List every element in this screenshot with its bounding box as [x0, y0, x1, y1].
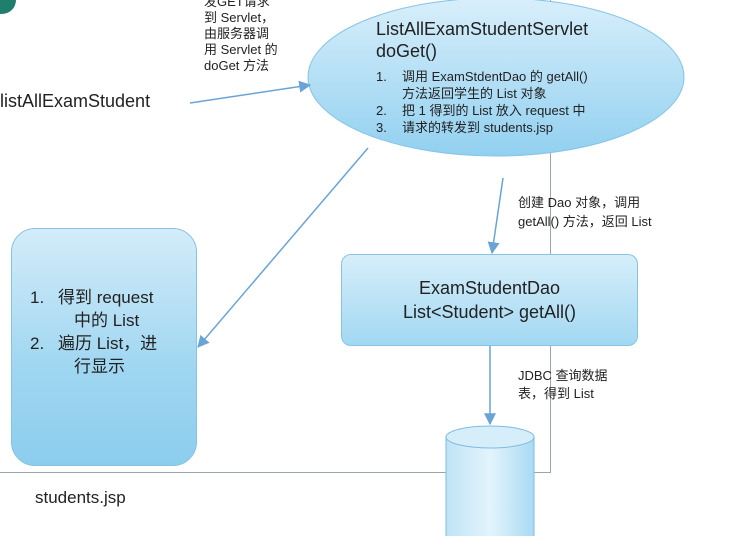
database-icon [445, 425, 535, 536]
jsp-file-label: students.jsp [35, 488, 126, 507]
jsp-step: 2. 遍历 List，进 [30, 332, 190, 355]
step-text: 把 1 得到的 List 放入 request 中 [402, 103, 586, 118]
servlet-title: ListAllExamStudentServlet [376, 19, 589, 39]
request-note-line: 用 Servlet 的 [204, 42, 278, 57]
servlet-step: 1. 调用 ExamStdentDao 的 getAll() [376, 68, 656, 85]
jdbc-note-line: 表，得到 List [518, 386, 594, 401]
dao-note-line: getAll() 方法，返回 List [518, 214, 652, 229]
arrow-servlet-to-jsp [197, 147, 369, 348]
dao-name: ExamStudentDao [418, 278, 561, 298]
servlet-step-continued: 方法返回学生的 List 对象 [376, 85, 656, 102]
dao-method: List<Student> getAll() [402, 302, 577, 322]
step-number: 1. [30, 288, 45, 307]
step-number: 2. [30, 334, 45, 353]
servlet-method: doGet() [376, 41, 438, 61]
servlet-step: 3. 请求的转发到 students.jsp [376, 119, 656, 136]
request-note-line: 到 Servlet， [204, 10, 275, 25]
step-text-continued: 行显示 [74, 357, 125, 376]
jsp-step: 1. 得到 request [30, 286, 190, 309]
request-note: 发GET请求 到 Servlet， 由服务器调 用 Servlet 的 doGe… [204, 0, 278, 74]
dao-note: 创建 Dao 对象，调用 getAll() 方法，返回 List [518, 195, 652, 230]
request-url-label: listAllExamStudent [0, 91, 151, 111]
jsp-box [11, 228, 197, 466]
slide-frame [0, 0, 551, 473]
dao-box: ExamStudentDao List<Student> getAll() [341, 254, 638, 346]
step-text-continued: 中的 List [74, 311, 140, 330]
request-note-line: 发GET请求 [204, 0, 270, 9]
servlet-content: ListAllExamStudentServlet doGet() 1. 调用 … [376, 18, 656, 136]
step-text: 方法返回学生的 List 对象 [402, 86, 547, 101]
step-text: 遍历 List，进 [58, 334, 158, 353]
servlet-steps: 1. 调用 ExamStdentDao 的 getAll() 方法返回学生的 L… [376, 68, 656, 136]
jsp-steps: 1. 得到 request 中的 List 2. 遍历 List，进 行显示 [30, 286, 190, 378]
step-text: 调用 ExamStdentDao 的 getAll() [402, 69, 588, 84]
step-number: 1. [376, 69, 387, 84]
arrow-servlet-to-dao [487, 177, 504, 255]
jdbc-note: JDBC 查询数据 表，得到 List [518, 368, 608, 402]
servlet-ellipse [307, 0, 685, 157]
jdbc-note-line: JDBC 查询数据 [518, 368, 608, 383]
servlet-step: 2. 把 1 得到的 List 放入 request 中 [376, 102, 656, 119]
dao-note-line: 创建 Dao 对象，调用 [518, 195, 641, 210]
step-text: 请求的转发到 students.jsp [402, 120, 553, 135]
step-number: 2. [376, 103, 387, 118]
arrow-request-to-servlet [189, 80, 312, 104]
step-text: 得到 request [58, 288, 154, 307]
request-note-line: 由服务器调 [204, 26, 270, 41]
step-number: 3. [376, 120, 387, 135]
request-note-line: doGet 方法 [204, 58, 270, 73]
